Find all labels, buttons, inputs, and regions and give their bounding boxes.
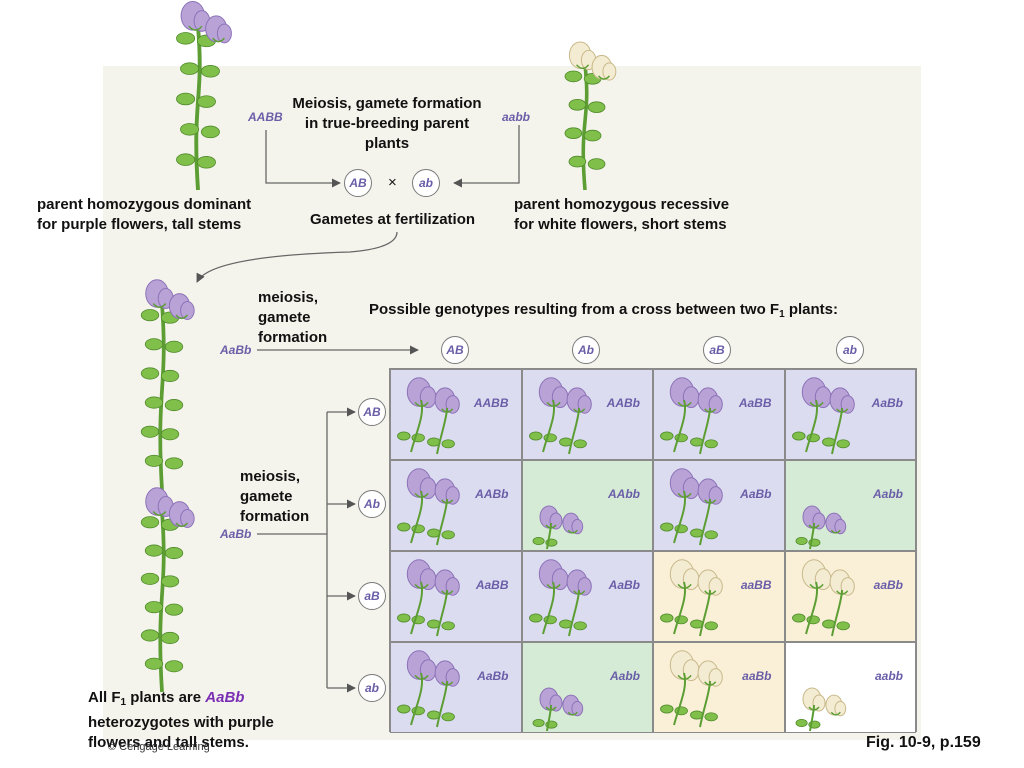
pea-plant-icon <box>397 559 460 637</box>
parent-recessive-description: parent homozygous recessive for white fl… <box>514 196 730 233</box>
meiosis-mid-label: meiosis, gamete formation <box>258 289 328 346</box>
punnett-cell: AABb <box>390 460 522 551</box>
row-gamete-4: ab <box>358 674 386 702</box>
punnett-genotype: Aabb <box>873 487 903 501</box>
punnett-genotype: aaBB <box>740 578 772 592</box>
punnett-genotype: AABb <box>475 487 509 501</box>
pea-plant-icon <box>532 505 583 550</box>
pea-plant-icon <box>660 559 723 637</box>
pea-plant-icon <box>795 505 846 550</box>
punnett-genotype: AaBb <box>871 396 903 410</box>
column-gamete-4: ab <box>836 336 864 364</box>
parent-dominant-genotype: AABB <box>248 110 283 124</box>
possible-genotypes-heading: Possible genotypes resulting from a cros… <box>369 301 838 320</box>
meiosis-top-label: Meiosis, gamete formation in true-breedi… <box>292 95 482 152</box>
punnett-cell: AaBb <box>521 551 653 642</box>
meiosis-low-label: meiosis, gamete formation <box>240 468 310 525</box>
pea-plant-icon <box>532 687 583 732</box>
parent-dominant-gamete: AB <box>344 169 372 197</box>
punnett-cell: AaBb <box>390 642 522 733</box>
punnett-genotype: AaBb <box>608 578 640 592</box>
punnett-cell: aaBb <box>784 551 916 642</box>
parent-recessive-genotype: aabb <box>502 110 531 124</box>
punnett-cell: aabb <box>784 642 916 733</box>
punnett-genotype: AaBb <box>477 669 509 683</box>
punnett-genotype: AaBb <box>740 487 772 501</box>
punnett-genotype: aabb <box>874 669 903 683</box>
pea-plant-icon <box>397 468 460 546</box>
punnett-genotype: AABB <box>473 396 509 410</box>
punnett-genotype: aaBb <box>742 669 772 683</box>
row-gamete-1: AB <box>358 398 386 426</box>
pea-plant-icon <box>791 377 855 455</box>
column-gamete-2: Ab <box>572 336 600 364</box>
pea-plant-icon <box>528 377 592 455</box>
punnett-genotype: AAbb <box>608 487 640 501</box>
pea-plant-icon <box>791 559 855 637</box>
row-gamete-2: Ab <box>358 490 386 518</box>
punnett-cell: AABB <box>390 369 522 460</box>
punnett-genotype: AABb <box>606 396 640 410</box>
parent-recessive-gamete: ab <box>412 169 440 197</box>
figure-reference: Fig. 10-9, p.159 <box>866 734 981 751</box>
punnett-cell: AaBb <box>784 369 916 460</box>
punnett-cell: AaBB <box>390 551 522 642</box>
punnett-genotype: Aabb <box>610 669 640 683</box>
punnett-cell: aaBB <box>653 551 785 642</box>
punnett-cell: AABb <box>521 369 653 460</box>
column-gamete-1: AB <box>441 336 469 364</box>
punnett-genotype: aaBb <box>873 578 903 592</box>
f1-summary-caption: All F1 plants are AaBb heterozygotes wit… <box>88 689 274 751</box>
punnett-cell: aaBb <box>653 642 785 733</box>
pea-plant-icon <box>660 650 723 728</box>
pea-plant-icon <box>397 650 460 728</box>
punnett-cell: AAbb <box>521 460 653 551</box>
row-gamete-3: aB <box>358 582 386 610</box>
punnett-cell: Aabb <box>784 460 916 551</box>
punnett-cell: AaBb <box>653 460 785 551</box>
f1-top-genotype: AaBb <box>220 343 252 357</box>
pea-plant-icon <box>660 468 723 546</box>
pea-plant-icon <box>397 377 460 455</box>
pea-plant-icon <box>528 559 592 637</box>
column-gamete-3: aB <box>703 336 731 364</box>
pea-plant-icon <box>795 687 846 732</box>
parent-dominant-description: parent homozygous dominant for purple fl… <box>37 196 252 233</box>
pea-plant-icon <box>660 377 723 455</box>
punnett-genotype: AaBB <box>738 396 772 410</box>
gametes-fertilization-label: Gametes at fertilization <box>310 211 476 228</box>
f1-bottom-genotype: AaBb <box>220 527 252 541</box>
copyright-credit: © Cengage Learning <box>108 741 210 753</box>
punnett-cell: AaBB <box>653 369 785 460</box>
cross-symbol: × <box>388 174 397 191</box>
punnett-genotype: AaBB <box>475 578 509 592</box>
punnett-cell: Aabb <box>521 642 653 733</box>
